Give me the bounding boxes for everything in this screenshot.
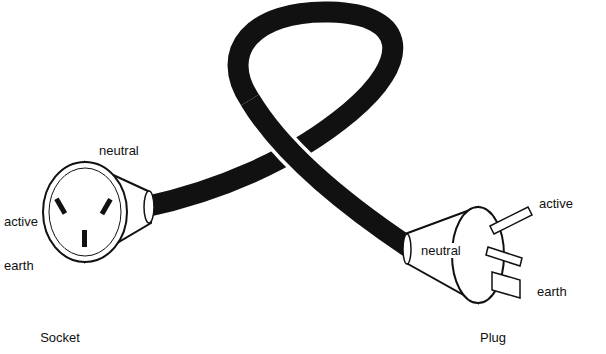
earth-pin [492, 272, 520, 298]
cable-body [145, 12, 410, 248]
part-name: Socket [39, 330, 81, 345]
socket-drawing [43, 162, 154, 262]
cable-outline [145, 12, 410, 248]
neutral-pin [486, 247, 522, 266]
plug-collar [403, 234, 411, 264]
socket-collar [144, 191, 154, 223]
plug-drawing [403, 207, 532, 303]
pin-label: neutral [420, 243, 462, 258]
socket-rim [49, 168, 121, 256]
active-slot [54, 198, 67, 215]
part-name: Plug [479, 330, 507, 345]
active-pin [490, 207, 532, 234]
pin-label: active [538, 196, 574, 211]
cable-crossing-outline [250, 100, 410, 248]
pin-label: earth [3, 258, 35, 273]
neutral-slot [100, 198, 113, 215]
pin-label: neutral [98, 143, 140, 158]
cable [145, 12, 410, 248]
pin-label: active [3, 214, 39, 229]
earth-slot [82, 230, 87, 247]
cable-crossing [250, 100, 410, 248]
socket-face [43, 162, 127, 262]
pin-label: earth [536, 284, 568, 299]
